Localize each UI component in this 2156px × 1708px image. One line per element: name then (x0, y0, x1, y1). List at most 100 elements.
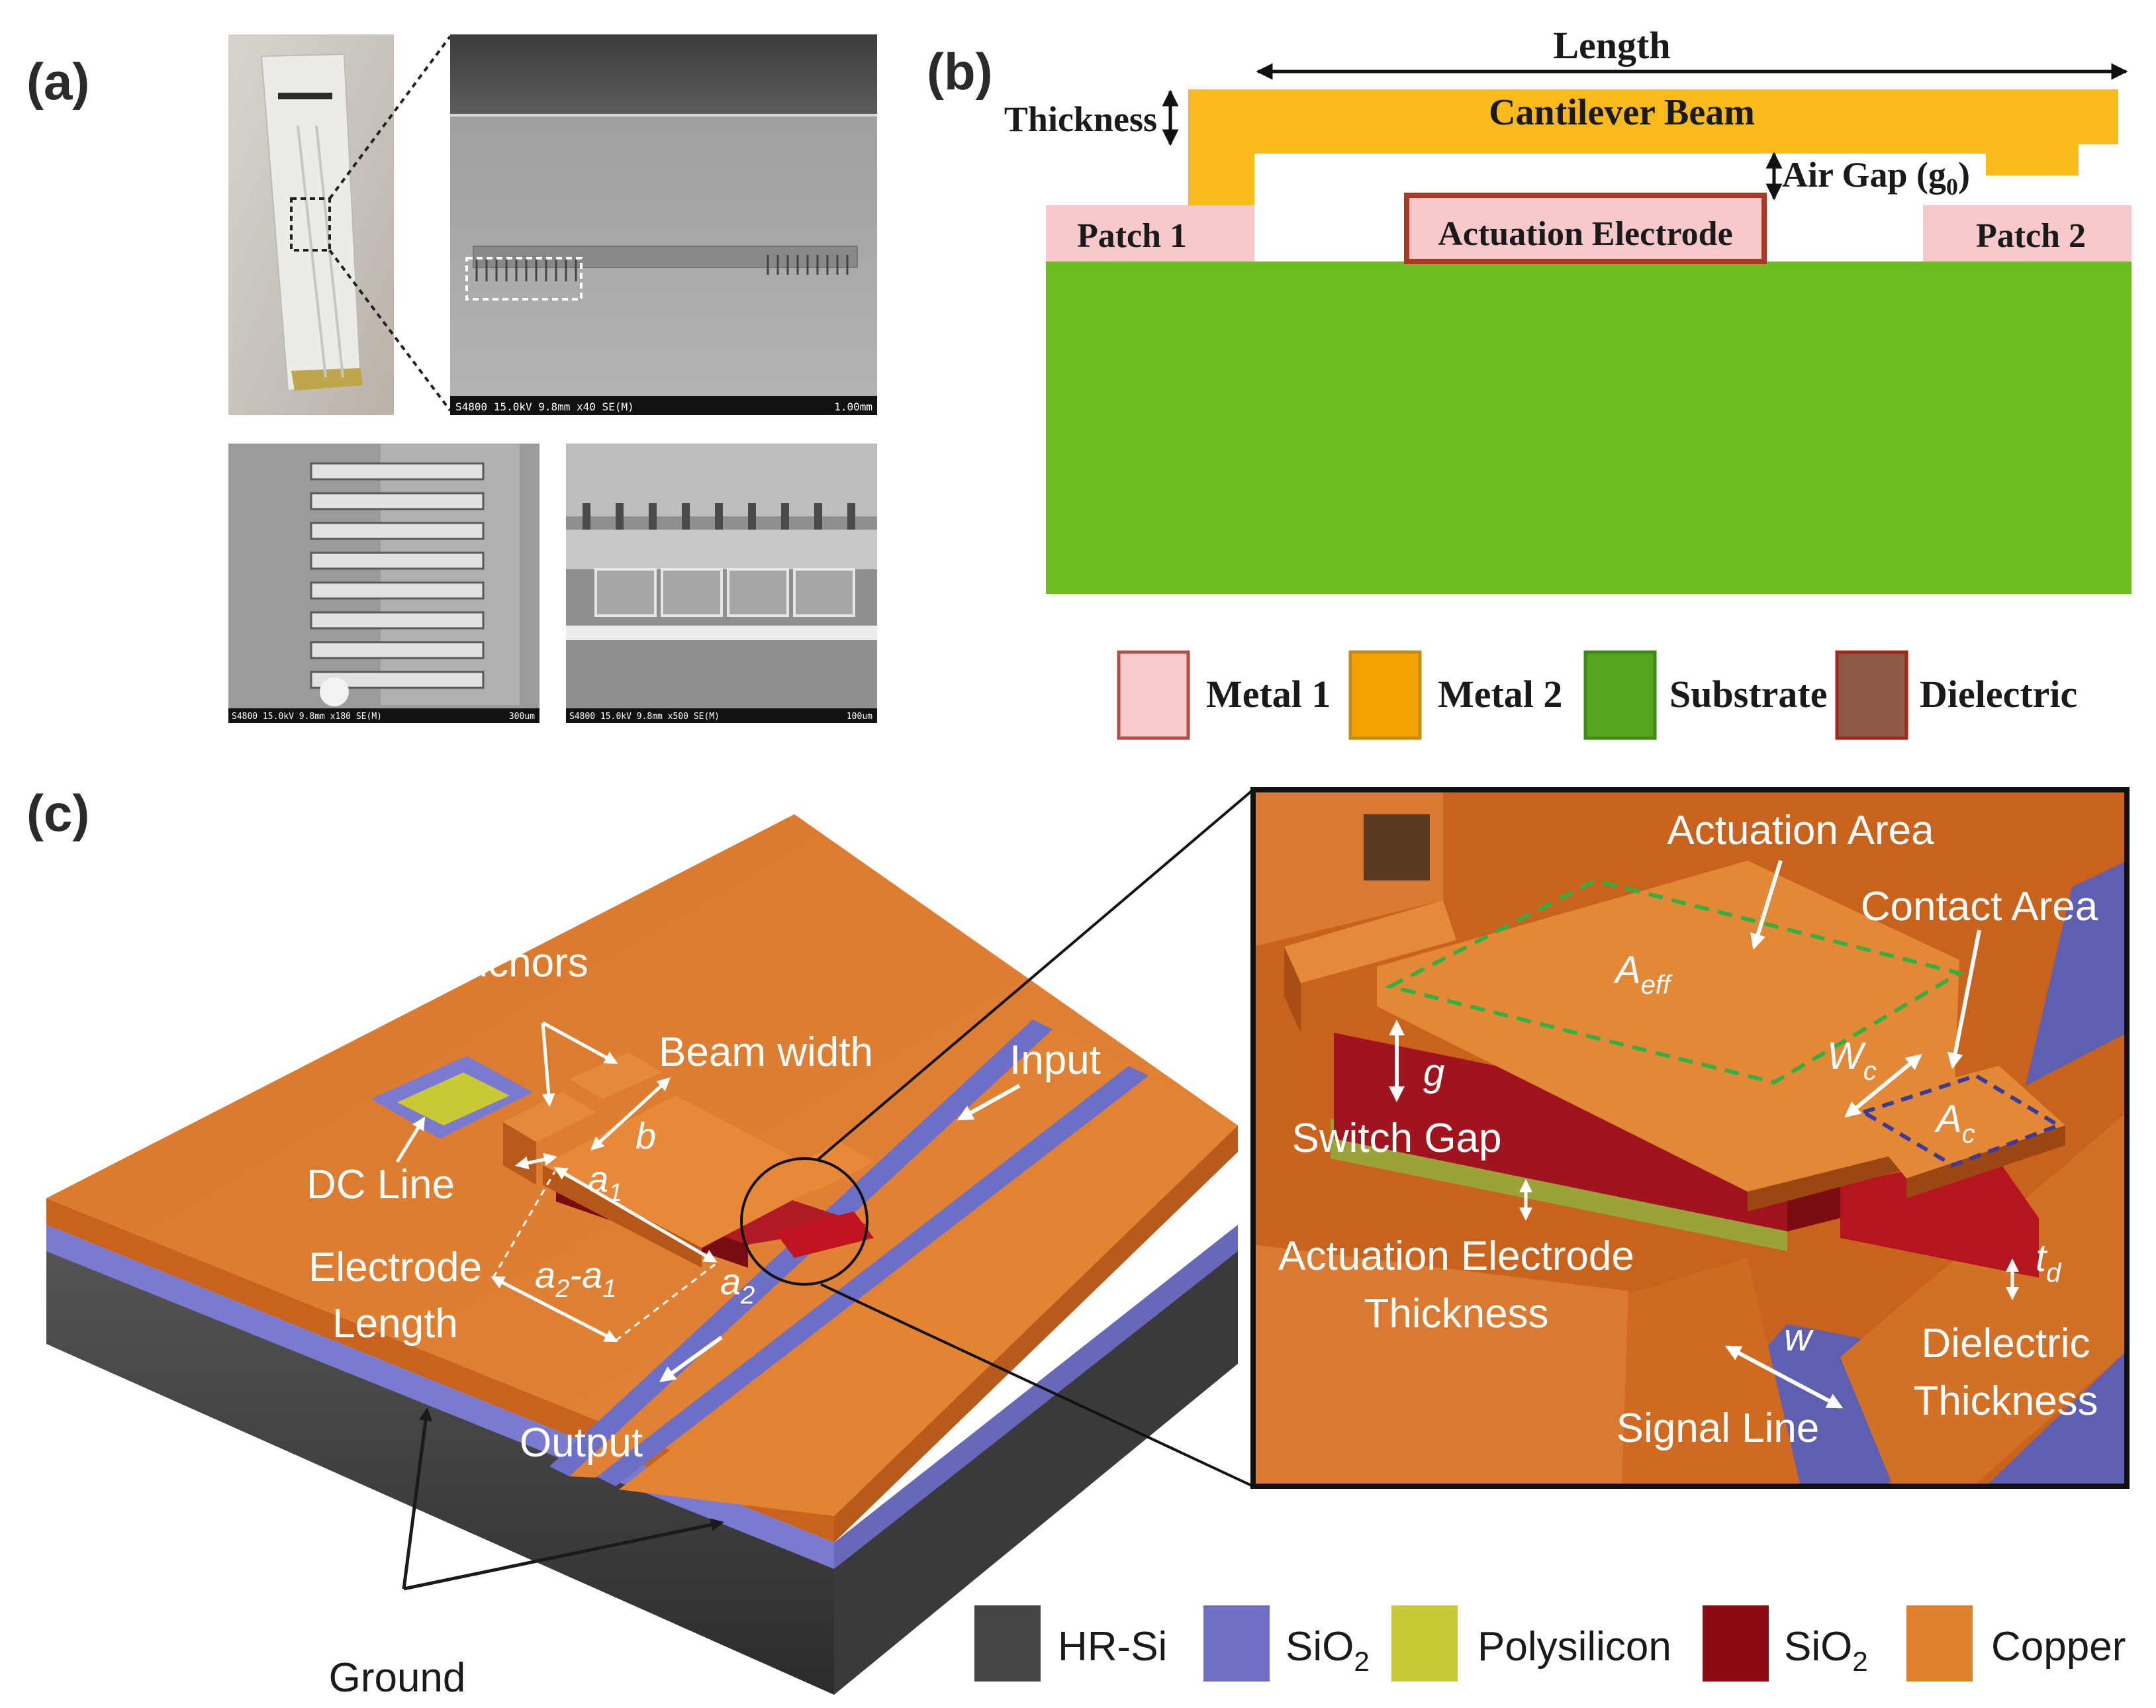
chip-slot (278, 93, 332, 99)
electrode-label: Actuation Electrode (1438, 215, 1732, 253)
sem-teeth-right (767, 255, 849, 275)
legend-swatch-dielectric (1835, 650, 1908, 740)
input-label: Input (1009, 1037, 1101, 1083)
ae-thickness-label-2: Thickness (1364, 1291, 1548, 1337)
ae-thickness-label-1: Actuation Electrode (1278, 1233, 1634, 1279)
inset-beam-plate (1377, 861, 1959, 1192)
panel-c-device: Anchors Beam width b Input DC Line a1 a2… (46, 788, 1254, 1701)
legend-swatch-metal2 (1348, 650, 1422, 740)
a2-a1-label: a2-a1 (535, 1254, 616, 1303)
anchor-1 (503, 1092, 596, 1142)
zoom-box (290, 197, 331, 252)
contact-dielectric (774, 1211, 874, 1258)
sem-right-scale: 100um (847, 712, 872, 722)
patch-2-label: Patch 2 (1976, 217, 2086, 255)
actuation-area-outline (1384, 878, 1965, 1085)
signal-line-label: Signal Line (1617, 1405, 1820, 1451)
substrate (1046, 261, 2132, 594)
sem-left-caption: S4800 15.0kV 9.8mm x180 SE(M) (232, 712, 382, 722)
actuation-area-label: Actuation Area (1667, 808, 1934, 853)
legend-swatch-sio2-red (1703, 1605, 1769, 1682)
dc-line-label: DC Line (306, 1162, 455, 1208)
td-label: td (2036, 1237, 2062, 1288)
wc-label: Wc (1827, 1035, 1877, 1086)
legend-b: Metal 1 Metal 2 Substrate Dielectric (1117, 650, 2077, 740)
contact-area-label: Contact Area (1861, 884, 2098, 929)
zoom-circle (740, 1157, 868, 1286)
legend-label-substrate: Substrate (1669, 673, 1827, 716)
sem-contact-blocks (594, 568, 855, 617)
legend-swatch-polysilicon (1391, 1605, 1458, 1682)
sem-left-scale: 300um (509, 712, 535, 722)
beam-tip (781, 1142, 874, 1192)
panel-label-a: (a) (26, 52, 89, 111)
legend-swatch-substrate (1583, 650, 1657, 740)
a1-label: a1 (588, 1158, 622, 1207)
ground-label: Ground (329, 1655, 466, 1701)
air-gap-label: Air Gap (g0) (1782, 155, 1970, 200)
patch-1-label: Patch 1 (1077, 217, 1187, 255)
cpw-gap-2 (596, 1066, 1148, 1486)
right-ground (619, 1076, 1238, 1516)
sem-comb-fingers (310, 462, 485, 689)
b-label: b (635, 1115, 656, 1157)
legend-label-polysilicon: Polysilicon (1477, 1624, 1671, 1670)
electrode-length-label-1: Electrode (308, 1245, 482, 1290)
dielectric-thickness-label-2: Thickness (1913, 1378, 2098, 1424)
legend-swatch-hrsi (974, 1605, 1041, 1682)
w-label: w (1784, 1316, 1814, 1359)
anchors-label: Anchors (438, 940, 588, 986)
thickness-label: Thickness (1004, 99, 1157, 139)
sem-main-caption: S4800 15.0kV 9.8mm x40 SE(M) (455, 401, 634, 413)
patch-2 (1923, 205, 2132, 261)
sem-right-caption: S4800 15.0kV 9.8mm x500 SE(M) (569, 712, 720, 722)
zoom-line-bottom (328, 249, 451, 412)
dielectric-thickness-label-1: Dielectric (1922, 1321, 2090, 1366)
legend-label-copper: Copper (1991, 1624, 2126, 1670)
panel-b-cross-section: Patch 1 Patch 2 Actuation Electrode Cant… (1004, 24, 2132, 740)
chip-lead (291, 368, 363, 391)
dc-pad (397, 1072, 510, 1125)
sem-main-scale: 1.00mm (834, 401, 872, 413)
legend-swatch-metal1 (1117, 650, 1190, 740)
beam-label: Cantilever Beam (1489, 92, 1755, 133)
panel-label-b: (b) (927, 42, 993, 101)
legend-swatch-copper (1906, 1605, 1973, 1682)
inset-beam-support (1284, 900, 1456, 983)
contact-area-outline (1858, 1073, 2063, 1168)
zoom-line-top (328, 35, 451, 200)
electrode-length-label-2: Length (332, 1301, 458, 1347)
inset-blue-strip-1 (2026, 861, 2127, 1086)
legend-label-metal1: Metal 1 (1206, 673, 1331, 716)
legend-label-hrsi: HR-Si (1058, 1624, 1167, 1670)
panel-c-inset: Actuation Area Contact Area Aeff g Switc… (1250, 787, 2130, 1489)
aeff-label: Aeff (1613, 949, 1673, 1000)
g-label: g (1423, 1051, 1444, 1094)
switch-gap-label: Switch Gap (1291, 1115, 1501, 1161)
hrsi-layer (46, 1245, 834, 1695)
signal-line (569, 1029, 1129, 1478)
panel-label-c: (c) (26, 784, 89, 842)
zoom-line-bottom-c (820, 1283, 1254, 1488)
patch-1 (1046, 205, 1254, 261)
ac-label: Ac (1934, 1098, 1975, 1149)
a2-label: a2 (720, 1260, 755, 1309)
actuation-electrode (1404, 193, 1767, 264)
legend-label-dielectric: Dielectric (1920, 673, 2077, 716)
legend-label-metal2: Metal 2 (1438, 673, 1562, 716)
sem-contact-posts (583, 503, 855, 530)
inset-contact-dielectric (1840, 1152, 2039, 1278)
beam-width-label: Beam width (659, 1029, 873, 1075)
sem-teeth-left (475, 260, 577, 281)
legend-label-sio2-red: SiO2 (1784, 1624, 1868, 1677)
panel-a-images: S4800 15.0kV 9.8mm x40 SE(M) 1.00mm S480… (228, 34, 877, 723)
sem-highlight-box (465, 257, 583, 301)
length-label: Length (1553, 24, 1670, 67)
legend-c: HR-Si SiO2 Polysilicon SiO2 Copper (974, 1605, 2126, 1682)
legend-label-sio2-blue: SiO2 (1286, 1624, 1370, 1677)
cantilever-beam (1188, 89, 2118, 205)
legend-swatch-sio2-blue (1203, 1605, 1270, 1682)
zoom-line-top-c (816, 788, 1254, 1161)
inset-electrode-red (1334, 1033, 1787, 1231)
